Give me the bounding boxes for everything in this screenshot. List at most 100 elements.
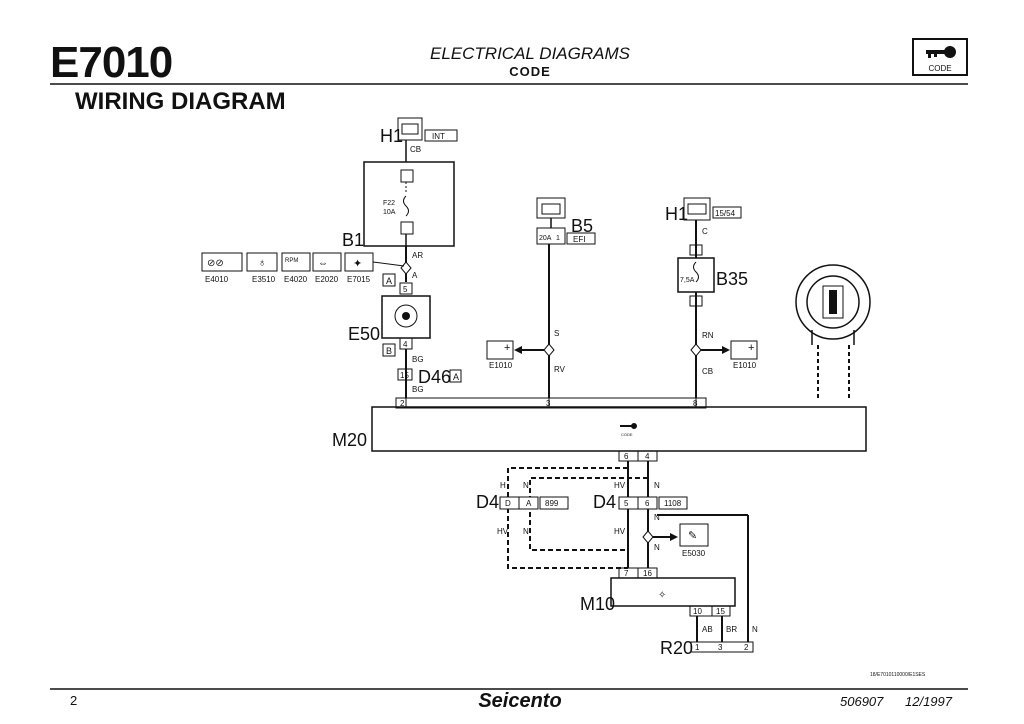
d4-right-tag: 1108 (664, 499, 682, 508)
pin-15: 15 (400, 371, 409, 380)
m20-pin-2: 2 (400, 399, 405, 408)
document-date: 12/1997 (905, 694, 952, 709)
panel-code-e4010: E4010 (205, 275, 229, 284)
d4-left-tag: 899 (545, 499, 559, 508)
key-code-badge (912, 38, 968, 76)
reference-code: 18/E7010110000/E1SES (870, 672, 926, 678)
e5030-code: E5030 (682, 549, 706, 558)
h1-top-connector (397, 117, 458, 142)
b5-pin: 1 (556, 235, 560, 242)
e50-unit (381, 295, 431, 339)
m10-pin-7: 7 (624, 569, 629, 578)
connector-a: A (386, 276, 392, 286)
wire-bg: BG (412, 355, 424, 364)
h1-top-label: H1 (380, 126, 403, 146)
document-number: 506907 (840, 694, 884, 709)
b1-wire-ar: AR (412, 251, 423, 260)
m20-out-pin-6: 6 (624, 452, 629, 461)
wire-n-left2: N (523, 527, 529, 536)
instrument-panel-icons: ⊘⊘ ♁ RPM ⇔ ✦ (201, 252, 405, 272)
ground-left-icon: + (486, 340, 514, 360)
svg-text:♁: ♁ (258, 257, 266, 269)
wire-c: C (702, 227, 708, 236)
svg-text:✧: ✧ (658, 590, 666, 601)
code-box-label: CODE (928, 64, 952, 73)
d46-label: D46 (418, 367, 451, 387)
section-subtitle: CODE (509, 64, 551, 79)
panel-code-e2020: E2020 (315, 275, 339, 284)
h1-right-label: H1 (665, 204, 688, 224)
d4-left-pin-d: D (505, 499, 511, 508)
svg-text:⇔: ⇔ (318, 258, 328, 269)
m10-label: M10 (580, 594, 615, 614)
wire-cb: CB (702, 367, 713, 376)
wire-n-lower: N (654, 543, 660, 552)
d4-right-pin-5: 5 (624, 499, 629, 508)
pin-5: 5 (403, 285, 408, 294)
m10-pin-16: 16 (643, 569, 652, 578)
fuse-b35 (677, 244, 715, 307)
panel-code-e3510: E3510 (252, 275, 276, 284)
r20-label: R20 (660, 638, 693, 658)
m20-pin-3: 3 (546, 399, 551, 408)
d4-left-pin-a: A (526, 499, 532, 508)
ground-left-code: E1010 (489, 361, 513, 370)
wire-n-right: N (654, 481, 660, 490)
wire-ab: AB (702, 625, 713, 634)
b5-tag: EFI (573, 235, 585, 244)
r20-pin-3: 3 (718, 643, 723, 652)
brand-name: Seicento (478, 690, 562, 712)
wire-rv: RV (554, 365, 566, 374)
svg-text:+: + (504, 342, 510, 354)
wire-n-left: N (523, 481, 529, 490)
m10-module: ✧ (610, 577, 736, 607)
wire-rn: RN (702, 331, 714, 340)
pin-4: 4 (403, 340, 408, 349)
wire-n-r20: N (752, 625, 758, 634)
m20-out-pin-4: 4 (645, 452, 650, 461)
b5-rating: 20A (539, 235, 552, 242)
d4-right-pin-6: 6 (645, 499, 650, 508)
connector-b: B (386, 346, 392, 356)
b1-wire-a: A (412, 271, 418, 280)
wire-n-e5030: N (654, 513, 660, 522)
section-title: ELECTRICAL DIAGRAMS (430, 44, 630, 63)
e50-label: E50 (348, 324, 380, 344)
h1-top-wire: CB (410, 145, 421, 154)
h1-right-tag: 15/54 (715, 209, 736, 218)
wire-br: BR (726, 625, 737, 634)
battery-b5 (536, 197, 596, 245)
svg-text:✎: ✎ (688, 530, 697, 542)
wire-s: S (554, 329, 559, 338)
page-code: E7010 (50, 38, 173, 87)
fuse-f22-rating: 10A (383, 209, 396, 216)
r20-pin-1: 1 (695, 643, 700, 652)
m10-pin-10: 10 (693, 607, 702, 616)
b35-rating: 7,5A (680, 277, 695, 284)
m20-pin-8: 8 (693, 399, 698, 408)
wire-hv-left: HV (497, 527, 509, 536)
wire-bg2: BG (412, 385, 424, 394)
ground-right-icon: + (730, 340, 758, 360)
fuse-f22-label: F22 (383, 200, 395, 207)
page-number: 2 (70, 693, 78, 708)
ignition-lock-icon (795, 264, 871, 398)
panel-code-e4020: E4020 (284, 275, 308, 284)
page-title: WIRING DIAGRAM (75, 88, 286, 115)
panel-code-e7015: E7015 (347, 275, 371, 284)
ground-right-code: E1010 (733, 361, 757, 370)
d46-tag: A (453, 372, 459, 382)
b5-label: B5 (571, 216, 593, 236)
d4-left-label: D4 (476, 492, 499, 512)
svg-text:✦: ✦ (353, 258, 362, 270)
m20-code-label: CODE (621, 432, 633, 437)
e5030-icon: ✎ (679, 523, 709, 547)
fuse-box (363, 161, 455, 247)
m20-module (371, 397, 867, 452)
svg-text:⊘⊘: ⊘⊘ (207, 258, 224, 269)
svg-text:RPM: RPM (285, 258, 298, 264)
b35-label: B35 (716, 269, 748, 289)
wire-h: H (500, 481, 506, 490)
h1-top-tag: INT (432, 132, 445, 141)
